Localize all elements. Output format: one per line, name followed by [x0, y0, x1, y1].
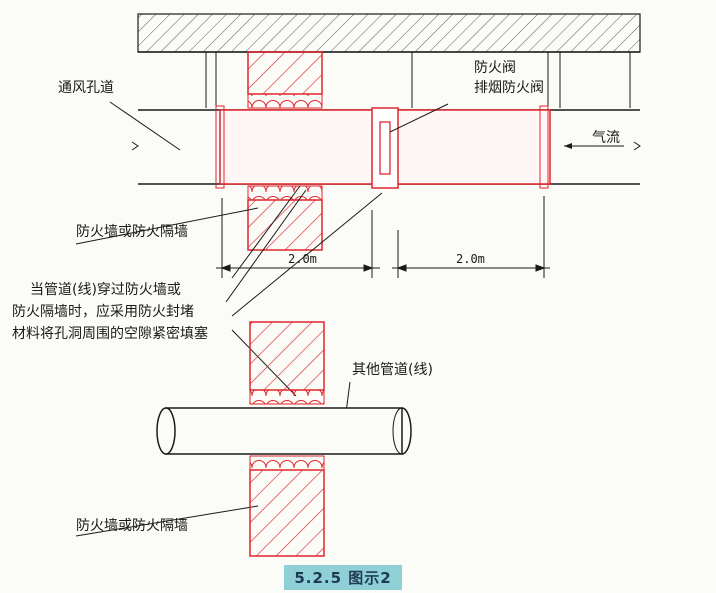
smoke-damper-label: 排烟防火阀: [474, 80, 544, 96]
note-line-3: 材料将孔洞周围的空隙紧密填塞: [12, 325, 208, 342]
airflow-label: 气流: [592, 130, 620, 146]
note-line-2: 防火隔墙时，应采用防火封堵: [12, 303, 194, 320]
dimension-lines: [216, 196, 550, 278]
wall-bottom-label: 防火墙或防火隔墙: [76, 518, 188, 534]
fire-damper-label: 防火阀: [474, 60, 516, 76]
dim-left-label: 2.0m: [288, 252, 317, 266]
figure-caption: 5.2.5 图示2: [284, 565, 402, 590]
vent-duct-label: 通风孔道: [58, 80, 114, 96]
wall-top-label: 防火墙或防火隔墙: [76, 224, 188, 240]
ceiling-slab: [137, 13, 641, 53]
other-pipe-label: 其他管道(线): [352, 362, 433, 378]
airflow-arrow: [564, 143, 624, 149]
dim-right-label: 2.0m: [456, 252, 485, 266]
duct-hangers: [205, 52, 631, 108]
upper-fire-wall: [247, 51, 323, 251]
fire-damper: [371, 107, 399, 189]
note-line-1: 当管道(线)穿过防火墙或: [30, 282, 181, 298]
other-pipe: [156, 407, 412, 455]
lower-fire-wall: [249, 321, 325, 557]
